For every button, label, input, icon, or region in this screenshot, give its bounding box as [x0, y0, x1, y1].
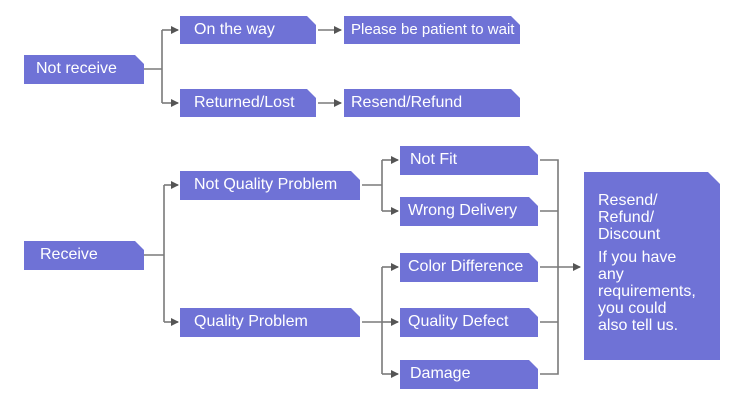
result-line-5: any: [598, 266, 624, 283]
node-receive: Receive: [24, 241, 144, 270]
node-please-wait: Please be patient to wait: [344, 16, 520, 44]
result-line-8: also tell us.: [598, 317, 679, 334]
result-line-2: Refund/: [598, 209, 655, 226]
node-on-the-way: On the way: [180, 16, 316, 44]
result-line-7: you could: [598, 300, 667, 317]
result-line-4: If you have: [598, 249, 677, 266]
node-quality-defect: Quality Defect: [400, 308, 538, 337]
node-quality-problem: Quality Problem: [180, 308, 360, 337]
result-line-3: Discount: [598, 226, 661, 243]
node-color-difference: Color Difference: [400, 253, 538, 282]
node-returned-lost: Returned/Lost: [180, 89, 316, 117]
result-line-6: requirements,: [598, 283, 696, 300]
node-resend-refund: Resend/Refund: [344, 89, 520, 117]
result-line-1: Resend/: [598, 192, 658, 209]
node-wrong-delivery: Wrong Delivery: [400, 197, 538, 226]
node-damage: Damage: [400, 360, 538, 389]
node-not-receive: Not receive: [24, 55, 144, 84]
node-result: Resend/ Refund/ Discount If you have any…: [584, 172, 720, 360]
node-not-fit: Not Fit: [400, 146, 538, 175]
node-not-quality-problem: Not Quality Problem: [180, 171, 360, 200]
